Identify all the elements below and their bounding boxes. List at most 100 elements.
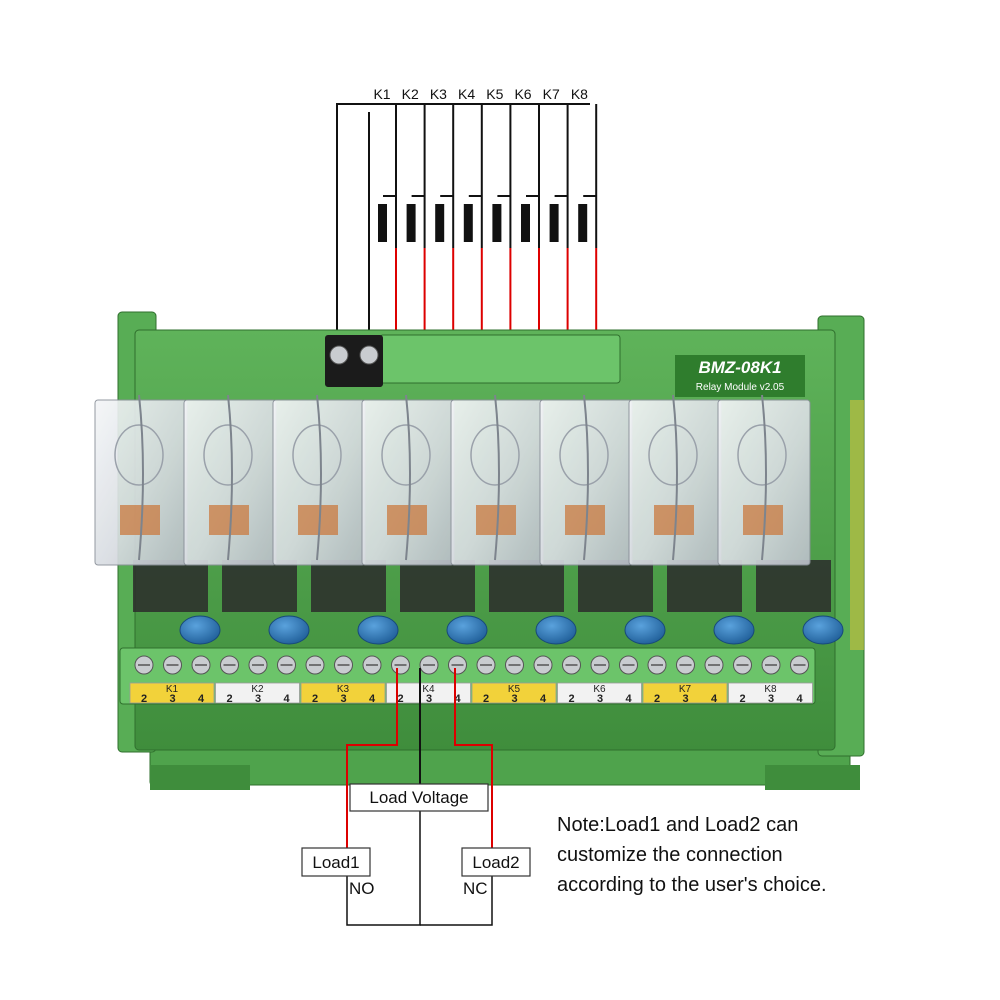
switch-contact — [435, 204, 445, 242]
terminal-pin-number: 2 — [226, 693, 232, 705]
din-clip-left — [150, 765, 250, 790]
terminal-pin-number: 4 — [283, 693, 290, 705]
relay-4 — [361, 394, 488, 645]
relay-contacts — [654, 505, 694, 535]
relay-3 — [272, 394, 399, 645]
board-label-box — [675, 355, 805, 397]
terminal-group-label: K2 — [251, 684, 264, 695]
terminal-pin-number: 4 — [796, 693, 803, 705]
relay-coil-outline — [292, 424, 342, 486]
terminal-label-plate — [642, 682, 728, 704]
note-line-2: customize the connection — [557, 844, 783, 866]
din-clip-right — [765, 765, 860, 790]
terminal-group-label: K4 — [422, 684, 435, 695]
relay-base — [578, 560, 653, 612]
switch-contact — [378, 204, 387, 242]
switch-contact — [406, 204, 416, 242]
board-model: BMZ-08K1 — [698, 358, 781, 377]
terminal-label-plate — [471, 682, 557, 704]
relay-6 — [539, 394, 666, 645]
wire-load1 — [346, 668, 398, 848]
switch-label: K5 — [486, 86, 503, 102]
terminal-group-label: K3 — [337, 684, 350, 695]
switch-contact — [578, 204, 588, 242]
terminal-pin-number: 3 — [511, 693, 517, 705]
relay-lever — [761, 394, 767, 561]
housing-right-edge — [850, 400, 864, 650]
switch-label: K7 — [543, 86, 560, 102]
relay-contacts — [387, 505, 427, 535]
load1-box — [301, 847, 371, 877]
common-terminal-screw-2 — [359, 345, 379, 365]
relay-coil-outline — [203, 424, 253, 486]
din-rail-base — [149, 744, 851, 786]
terminal-pin-number: 4 — [454, 693, 461, 705]
switch-k7: K7 — [543, 86, 578, 365]
switch-label: K3 — [430, 86, 447, 102]
relay-lever — [316, 394, 322, 561]
relay-base — [756, 560, 831, 612]
terminal-group-label: K8 — [764, 684, 777, 695]
wire-return-2 — [420, 876, 493, 926]
board-label: BMZ-08K1 Relay Module v2.05 — [675, 355, 805, 397]
relay-base — [400, 560, 475, 612]
nc-label: NC — [463, 879, 488, 898]
terminal-pin-number: 3 — [426, 693, 432, 705]
terminal-pin-number: 3 — [597, 693, 603, 705]
terminal-pin-number: 3 — [682, 693, 688, 705]
switch-k8: K8 — [571, 86, 606, 365]
relay-8 — [717, 394, 844, 645]
terminal-label-plate — [728, 682, 813, 704]
relay-base — [222, 560, 297, 612]
load1-label: Load1 — [312, 853, 359, 872]
terminal-pin-number: 4 — [711, 693, 718, 705]
note-line-3: according to the user's choice. — [557, 874, 827, 896]
switch-label: K6 — [514, 86, 531, 102]
terminal-group-k5: K5 2 3 4 — [471, 655, 557, 705]
no-label: NO — [349, 879, 375, 898]
relay-7 — [628, 394, 755, 645]
terminal-group-label: K5 — [508, 684, 521, 695]
terminal-pin-number: 4 — [540, 693, 547, 705]
relay-lever — [227, 394, 233, 561]
terminal-pin-number: 2 — [312, 693, 318, 705]
load-wiring: Load Voltage Load1 NO Load2 NC — [301, 668, 531, 926]
relay-lever — [494, 394, 500, 561]
switch-k4: K4 — [458, 86, 492, 365]
relay-base — [311, 560, 386, 612]
load-voltage-label: Load Voltage — [369, 788, 468, 807]
note: Note:Load1 and Load2 can customize the c… — [557, 814, 827, 896]
varistor — [802, 615, 844, 645]
terminal-pin-number: 3 — [255, 693, 261, 705]
switch-contact — [463, 204, 473, 242]
switch-contact — [492, 204, 502, 242]
relay-lever — [405, 394, 411, 561]
load-voltage-box — [349, 783, 489, 812]
relay-coil-outline — [559, 424, 609, 486]
relay-coil-outline — [648, 424, 698, 486]
terminal-pin-number: 3 — [169, 693, 175, 705]
common-wire-1 — [336, 103, 590, 350]
relay-coil-outline — [381, 424, 431, 486]
terminal-pin-number: 3 — [768, 693, 774, 705]
terminal-pin-number: 4 — [369, 693, 376, 705]
switch-k3: K3 — [430, 86, 463, 365]
relay-lever — [672, 394, 678, 561]
relay-coil-outline — [737, 424, 787, 486]
relay-base — [489, 560, 564, 612]
varistor — [535, 615, 577, 645]
relay-base — [667, 560, 742, 612]
varistor — [713, 615, 755, 645]
terminal-pin-number: 4 — [625, 693, 632, 705]
load2-box — [461, 847, 531, 877]
terminal-pin-number: 2 — [483, 693, 489, 705]
relay-1 — [94, 394, 221, 645]
